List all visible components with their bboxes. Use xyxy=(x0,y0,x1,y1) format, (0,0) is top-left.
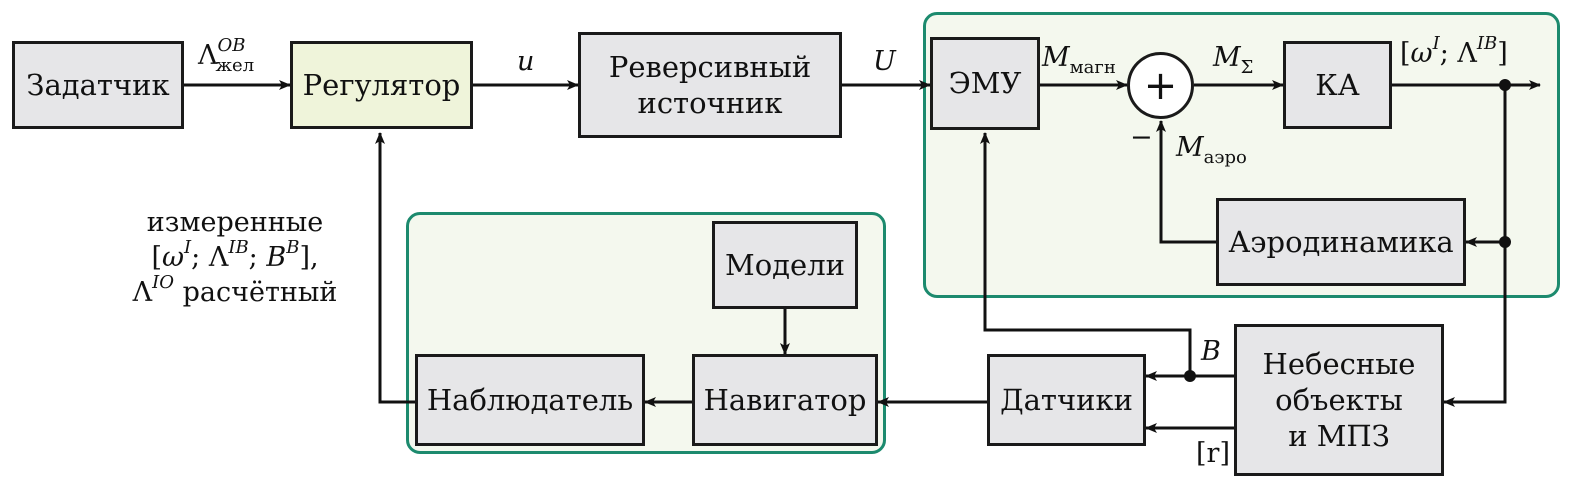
line-aero-feedback xyxy=(1156,120,1216,244)
junction-dot xyxy=(1499,79,1511,91)
spacecraft-block: КА xyxy=(1283,41,1392,129)
line-field-to-emu xyxy=(980,132,1192,376)
voltage-U-label: U xyxy=(873,46,896,77)
junction-dot xyxy=(1184,370,1196,382)
setpoint-label: ΛOBжел xyxy=(198,35,255,76)
summing-junction: + xyxy=(1127,52,1194,119)
measured-quantities-label: измеренные [ωI; ΛIB; BB], ΛIO расчётный xyxy=(132,207,338,309)
observer-block: Наблюдатель xyxy=(415,354,645,446)
m-sigma-label: MΣ xyxy=(1213,42,1254,78)
navigator-block: Навигатор xyxy=(692,354,878,446)
control-u-label: u xyxy=(517,46,535,77)
regulator-block: Регулятор xyxy=(290,41,473,129)
line-state-to-celestial xyxy=(1443,242,1507,407)
m-magn-label: Mмагн xyxy=(1042,42,1116,78)
line-state-to-aero xyxy=(1465,85,1507,247)
B-label: B xyxy=(1201,336,1221,367)
minus-sign: − xyxy=(1130,122,1153,153)
m-aero-label: Mаэро xyxy=(1176,132,1247,168)
emu-block: ЭМУ xyxy=(930,37,1040,130)
zadatchik-block: Задатчик xyxy=(12,41,184,129)
output-state-label: [ωI; ΛIB] xyxy=(1400,33,1508,69)
models-block: Модели xyxy=(712,221,858,309)
sensors-block: Датчики xyxy=(987,354,1146,446)
junction-dot xyxy=(1499,236,1511,248)
aerodynamics-block: Аэродинамика xyxy=(1216,198,1466,286)
r-label: [r] xyxy=(1196,438,1230,469)
line-observer-to-regulator xyxy=(375,132,415,404)
